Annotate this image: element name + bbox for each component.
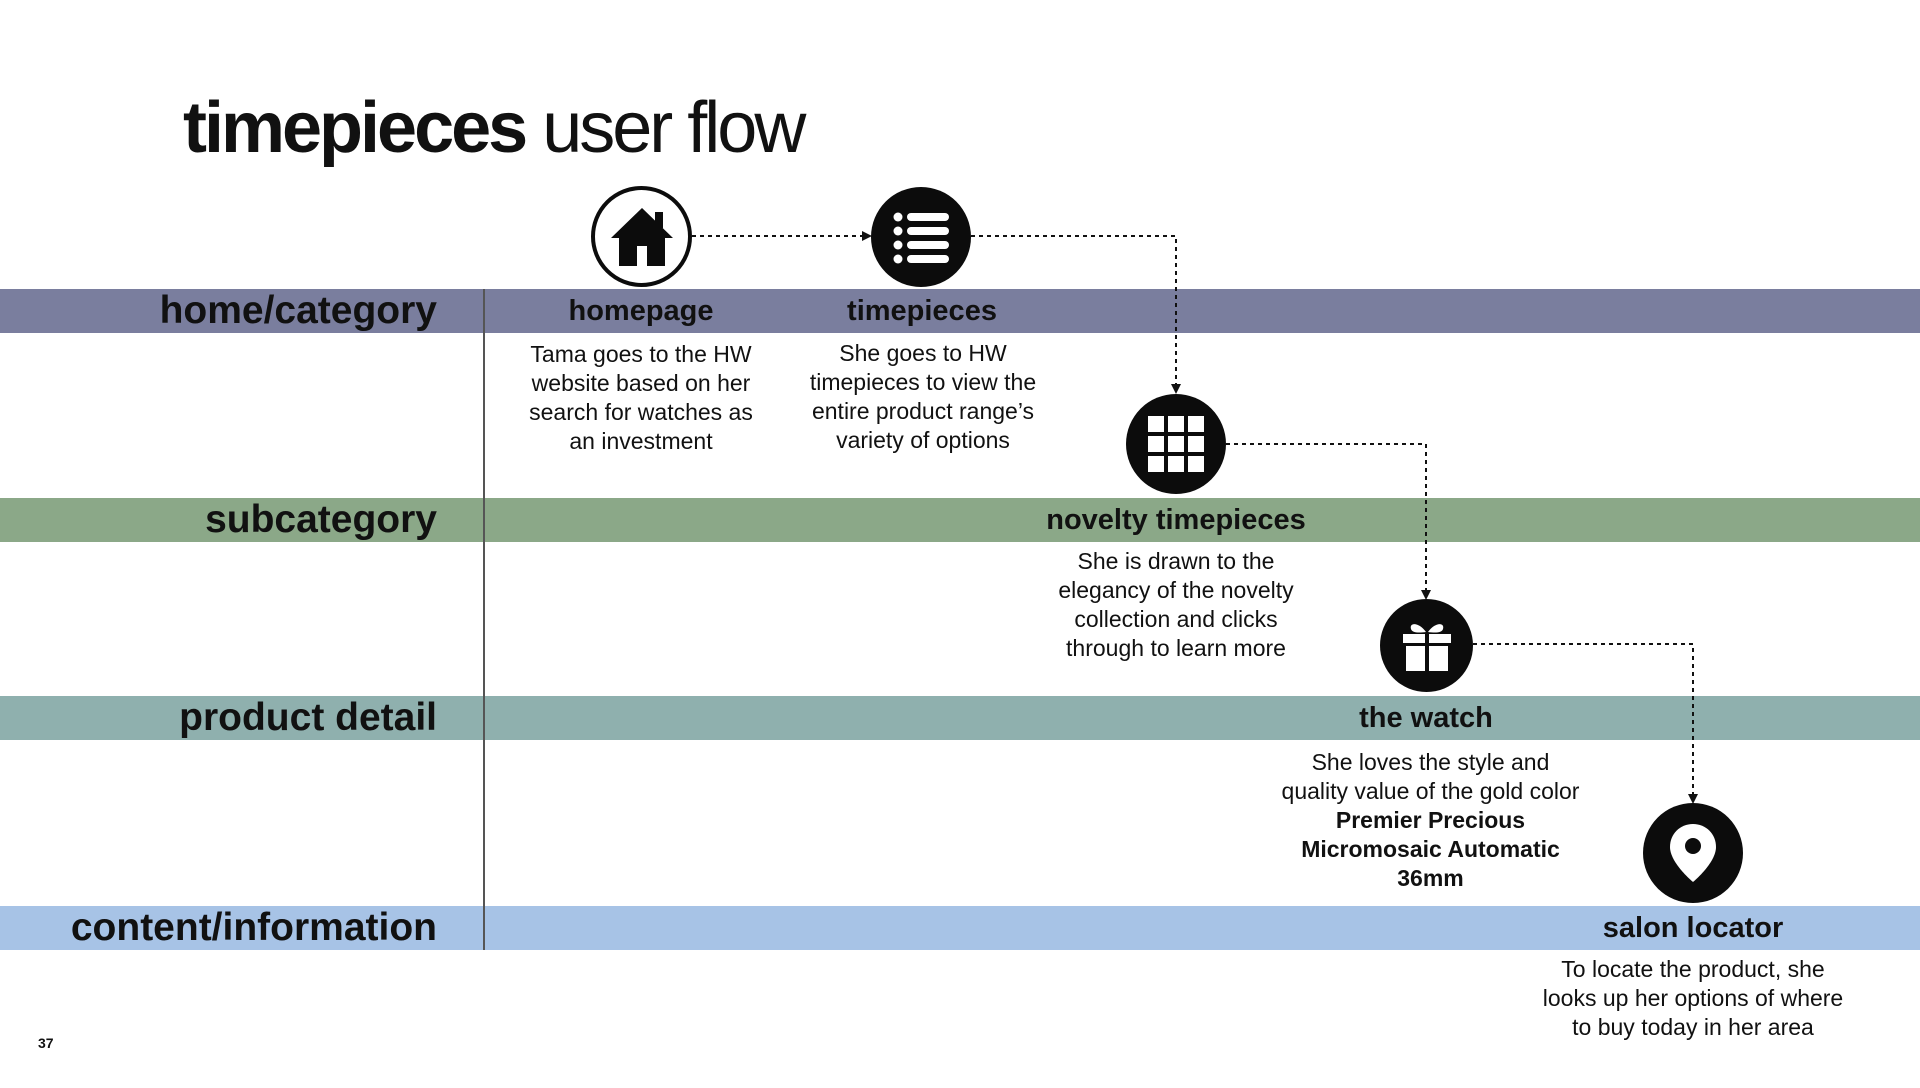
map-pin-icon [1670, 824, 1716, 882]
step-desc-timepieces: She goes to HW timepieces to view the en… [809, 340, 1037, 453]
step-desc-the-watch-text: She loves the style and quality value of… [1281, 749, 1580, 804]
page-title: timepieces user flow [183, 88, 806, 168]
row-band-subcategory [0, 498, 1920, 542]
step-desc-homepage: Tama goes to the HW website based on her… [529, 341, 753, 454]
row-label-product-detail: product detail [179, 696, 437, 739]
homepage-node [591, 186, 692, 287]
grid-icon [1148, 416, 1204, 472]
step-title-timepieces: timepieces [847, 295, 997, 327]
step-title-homepage: homepage [568, 295, 714, 327]
the-watch-node [1380, 599, 1473, 692]
novelty-timepieces-node [1126, 394, 1226, 494]
step-title-salon-locator: salon locator [1602, 912, 1784, 944]
gift-icon [1402, 623, 1451, 671]
list-icon [893, 212, 949, 264]
step-desc-novelty-timepieces: She is drawn to the elegancy of the nove… [1058, 548, 1294, 661]
row-band-content-information [0, 906, 1920, 950]
step-title-novelty-timepieces: novelty timepieces [1046, 504, 1306, 536]
salon-locator-node [1643, 803, 1743, 903]
step-title-the-watch: the watch [1359, 702, 1493, 734]
home-icon [610, 207, 673, 266]
timepieces-node [871, 187, 971, 287]
step-desc-the-watch-product: Premier Precious Micromosaic Automatic 3… [1301, 807, 1560, 891]
step-desc-the-watch: She loves the style and quality value of… [1278, 748, 1583, 893]
row-divider-line [483, 289, 485, 950]
row-label-home-category: home/category [159, 289, 437, 332]
row-label-content-information: content/information [70, 906, 437, 949]
step-desc-salon-locator: To locate the product, she looks up her … [1542, 956, 1844, 1040]
row-label-subcategory: subcategory [205, 498, 437, 541]
row-band-home-category [0, 289, 1920, 333]
page-title-light: user flow [542, 88, 806, 168]
page-title-bold: timepieces [183, 88, 528, 168]
page-number: 37 [38, 1035, 54, 1051]
